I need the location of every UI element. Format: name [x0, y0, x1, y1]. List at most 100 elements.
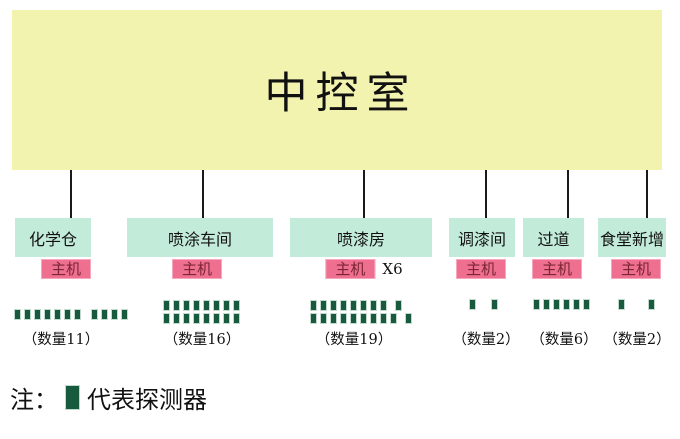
detector-cluster	[163, 300, 240, 311]
detector-swatch-icon	[65, 385, 80, 410]
host-badge: 主机	[531, 259, 583, 279]
detector-cluster	[310, 300, 387, 311]
detector-row	[14, 309, 128, 320]
detector-row	[310, 300, 402, 311]
detector-cluster	[310, 313, 397, 324]
detector-cluster	[395, 300, 402, 311]
branch-box: 化学仓	[15, 218, 91, 257]
detector-icon	[320, 300, 327, 311]
detector-icon	[360, 313, 367, 324]
detector-icon	[340, 313, 347, 324]
detector-icon	[233, 313, 240, 324]
detector-icon	[44, 309, 51, 320]
detector-icon	[203, 313, 210, 324]
detector-cluster	[91, 309, 128, 320]
host-multiplier-label: X6	[382, 260, 403, 278]
detector-icon	[101, 309, 108, 320]
connector-line	[485, 170, 487, 218]
detector-icon	[24, 309, 31, 320]
detector-icon	[183, 313, 190, 324]
detector-cluster	[14, 309, 81, 320]
detector-icon	[111, 309, 118, 320]
branch-label: 调漆间	[457, 229, 506, 249]
detector-icon	[223, 300, 230, 311]
detector-row	[618, 299, 655, 310]
branch-label: 食堂新增	[599, 229, 664, 249]
detector-icon	[543, 299, 550, 310]
host-row: 主机	[610, 259, 662, 279]
connector-line	[567, 170, 569, 218]
detector-icon	[330, 313, 337, 324]
legend-note-text: 代表探测器	[87, 386, 207, 414]
host-badge: 主机	[171, 259, 223, 279]
detector-icon	[34, 309, 41, 320]
detector-cluster	[469, 299, 476, 310]
detector-icon	[121, 309, 128, 320]
detector-icon	[648, 299, 655, 310]
branch-label: 喷涂车间	[167, 229, 232, 249]
detector-icon	[203, 300, 210, 311]
detector-icon	[370, 313, 377, 324]
detector-icon	[74, 309, 81, 320]
detector-icon	[320, 313, 327, 324]
detector-icon	[193, 313, 200, 324]
detector-cluster	[533, 299, 590, 310]
detector-icon	[91, 309, 98, 320]
detector-icon	[64, 309, 71, 320]
detector-icon	[163, 300, 170, 311]
detector-icon	[330, 300, 337, 311]
detector-icon	[54, 309, 61, 320]
detector-row	[163, 300, 240, 311]
detector-count-label: （数量2）	[452, 332, 520, 348]
detector-count-label: （数量19）	[315, 332, 393, 348]
detector-icon	[310, 313, 317, 324]
host-badge: 主机	[40, 259, 92, 279]
detector-cluster	[163, 313, 240, 324]
detector-icon	[618, 299, 625, 310]
branch-label: 过道	[537, 229, 570, 249]
detector-row	[533, 299, 590, 310]
connector-line	[363, 170, 365, 218]
detector-cluster	[491, 299, 498, 310]
branch-box: 调漆间	[449, 218, 515, 257]
detector-cluster	[405, 313, 412, 324]
detector-icon	[380, 300, 387, 311]
detector-icon	[350, 313, 357, 324]
detector-cluster	[618, 299, 625, 310]
detector-icon	[395, 300, 402, 311]
detector-icon	[405, 313, 412, 324]
detector-icon	[163, 313, 170, 324]
detector-icon	[223, 313, 230, 324]
branch-box: 过道	[523, 218, 584, 257]
detector-icon	[310, 300, 317, 311]
legend-note-prefix: 注：	[10, 386, 58, 414]
detector-icon	[350, 300, 357, 311]
detector-cluster	[648, 299, 655, 310]
detector-icon	[183, 300, 190, 311]
branch-box: 喷涂车间	[127, 218, 273, 257]
root-node-box: 中控室	[12, 10, 662, 170]
detector-icon	[14, 309, 21, 320]
detector-icon	[563, 299, 570, 310]
legend-note: 注： 代表探测器	[10, 380, 207, 415]
detector-count-label: （数量11）	[22, 332, 100, 348]
host-badge: 主机	[455, 259, 507, 279]
branch-box: 食堂新增	[598, 218, 666, 257]
detector-count-label: （数量6）	[530, 332, 598, 348]
detector-icon	[370, 300, 377, 311]
detector-icon	[533, 299, 540, 310]
branch-box: 喷漆房	[290, 218, 432, 257]
detector-icon	[173, 313, 180, 324]
host-row: 主机	[531, 259, 583, 279]
root-node-title: 中控室	[264, 69, 418, 119]
detector-icon	[233, 300, 240, 311]
connector-line	[202, 170, 204, 218]
connector-line	[646, 170, 648, 218]
host-row: 主机	[455, 259, 507, 279]
branch-label: 化学仓	[28, 229, 77, 249]
branch-label: 喷漆房	[336, 229, 385, 249]
detector-icon	[491, 299, 498, 310]
detector-icon	[469, 299, 476, 310]
detector-count-label: （数量16）	[163, 332, 241, 348]
